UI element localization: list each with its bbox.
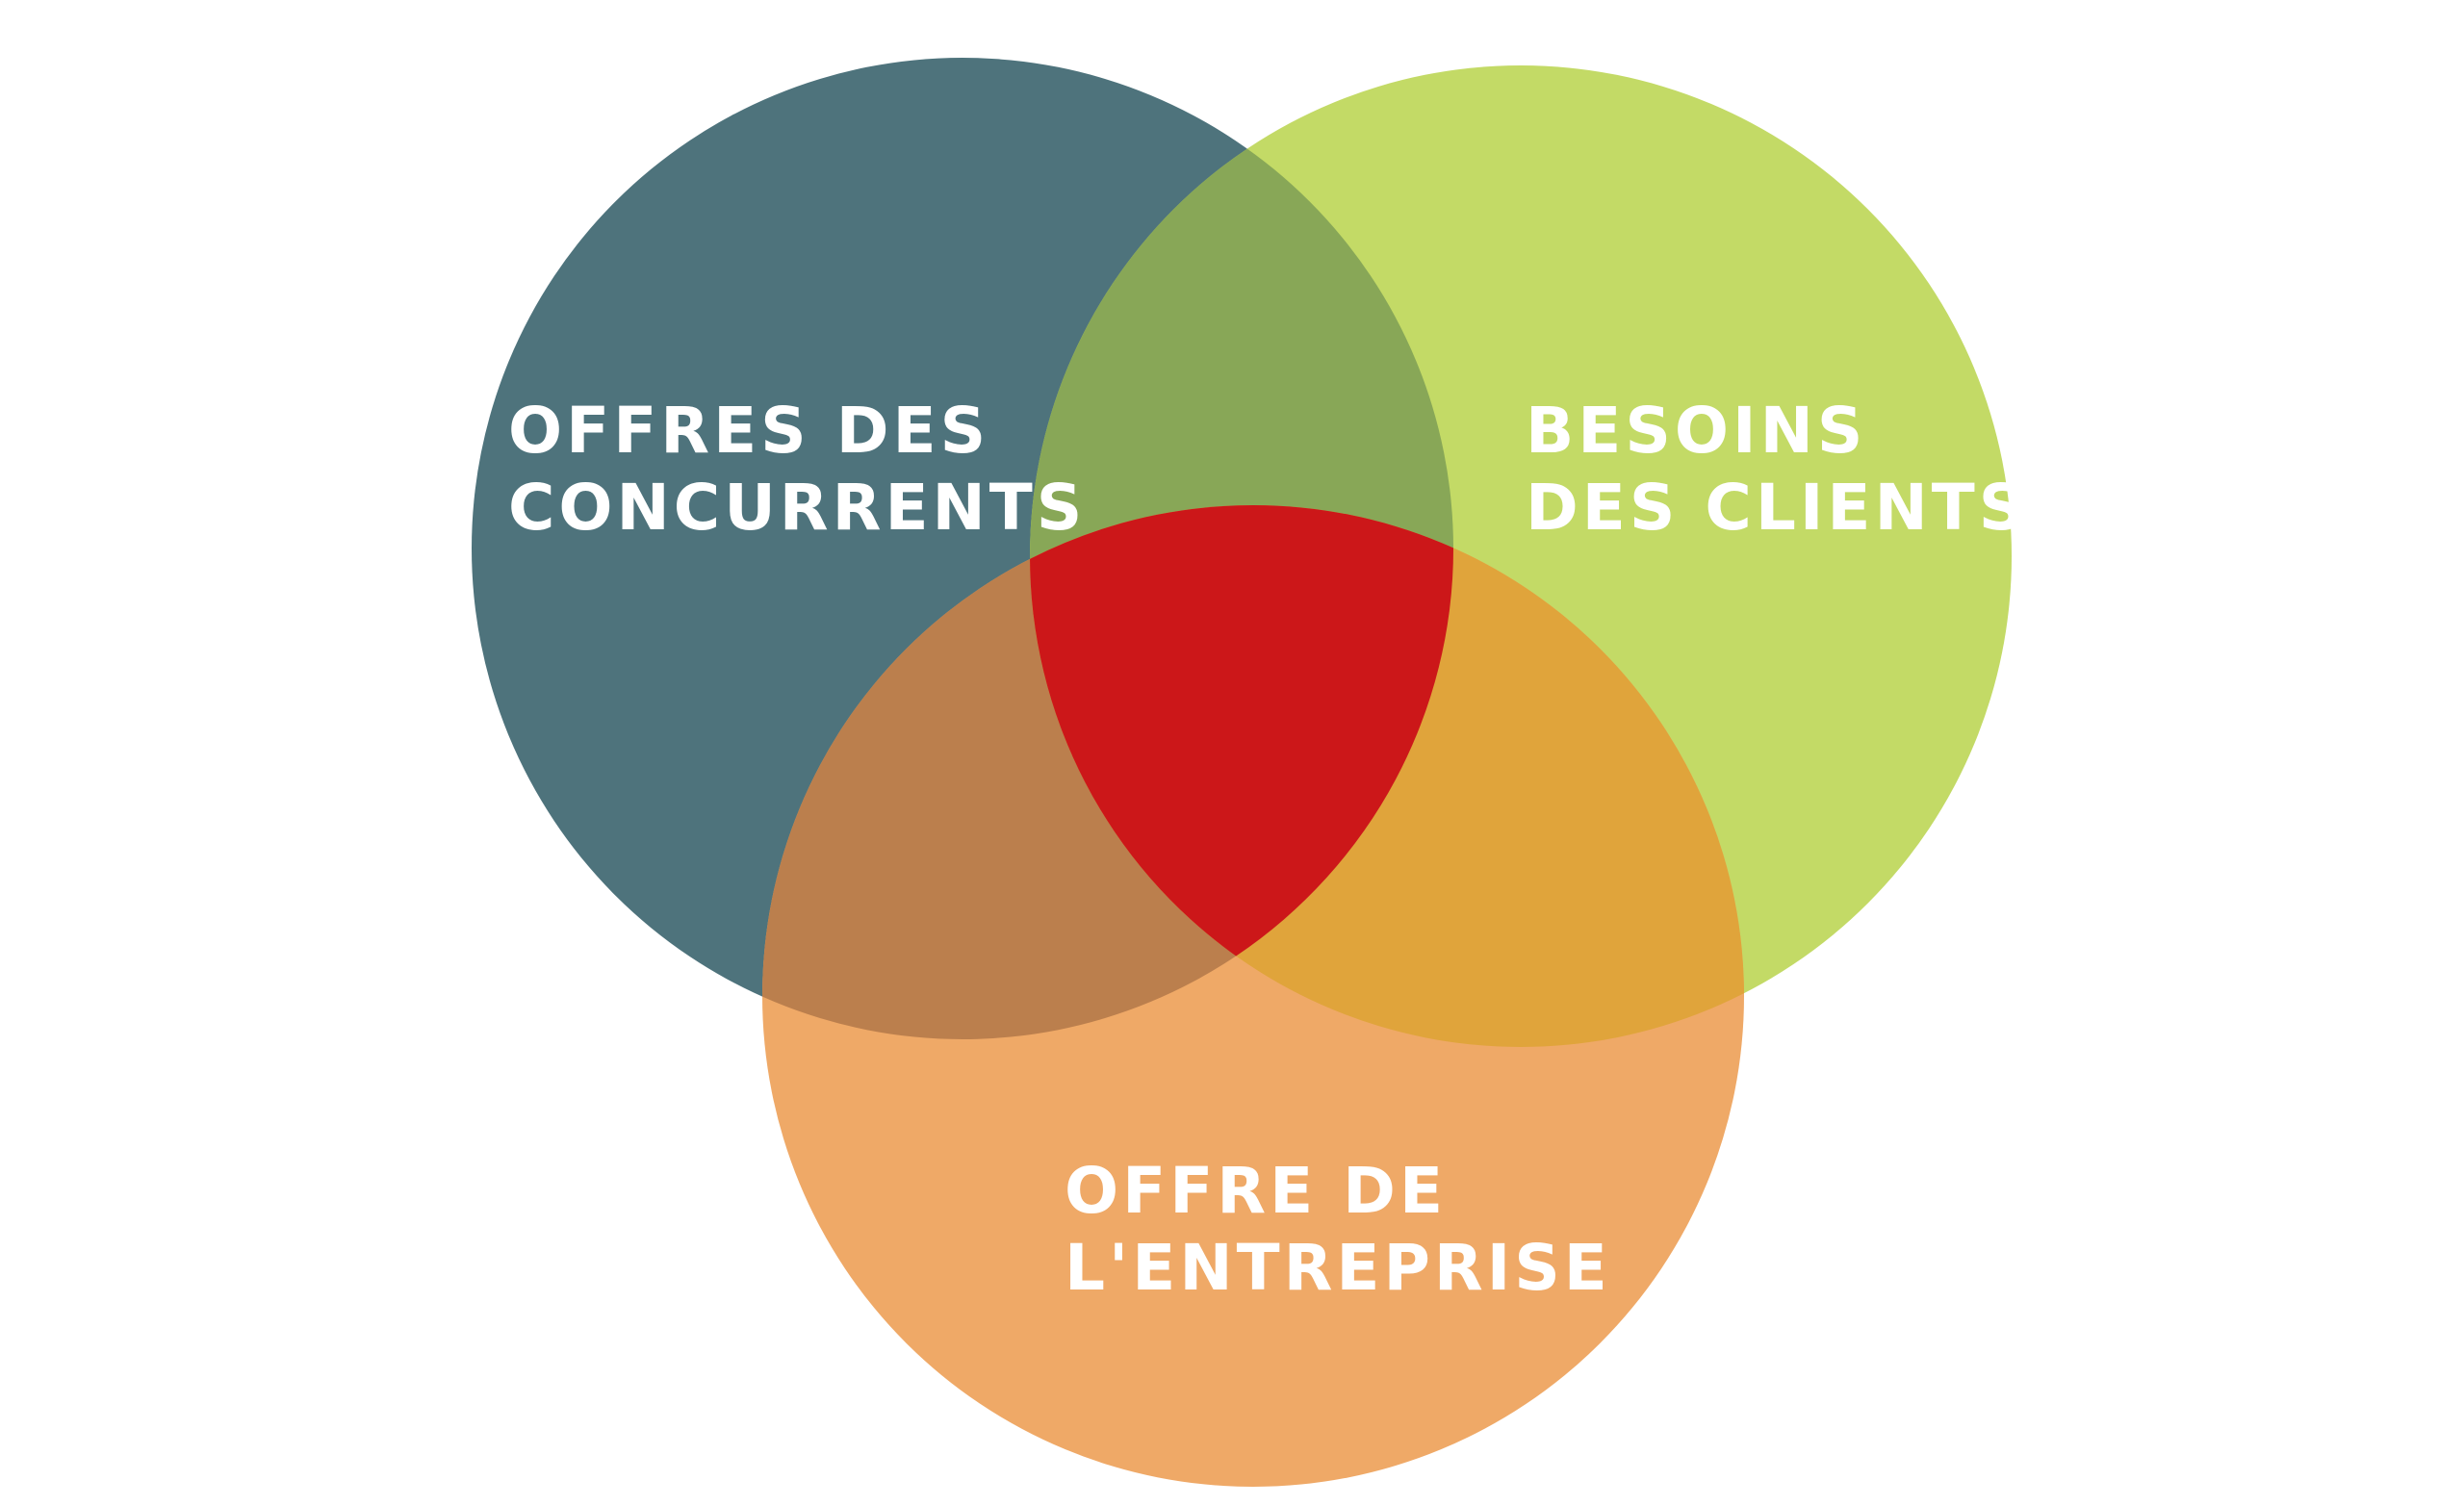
label-clients-line-2: DES CLIENTS <box>1526 471 2028 545</box>
label-competitors-line-1: OFFRES DES <box>508 394 989 468</box>
label-competitors: OFFRES DES CONCURRENTS <box>508 394 1086 545</box>
label-clients: BESOINS DES CLIENTS <box>1526 394 2028 545</box>
label-competitors-line-2: CONCURRENTS <box>508 471 1086 545</box>
label-clients-line-1: BESOINS <box>1526 394 1866 468</box>
label-company: OFFRE DE L'ENTREPRISE <box>1065 1154 1611 1305</box>
label-company-line-2: L'ENTREPRISE <box>1065 1231 1611 1305</box>
label-company-line-1: OFFRE DE <box>1065 1154 1447 1228</box>
